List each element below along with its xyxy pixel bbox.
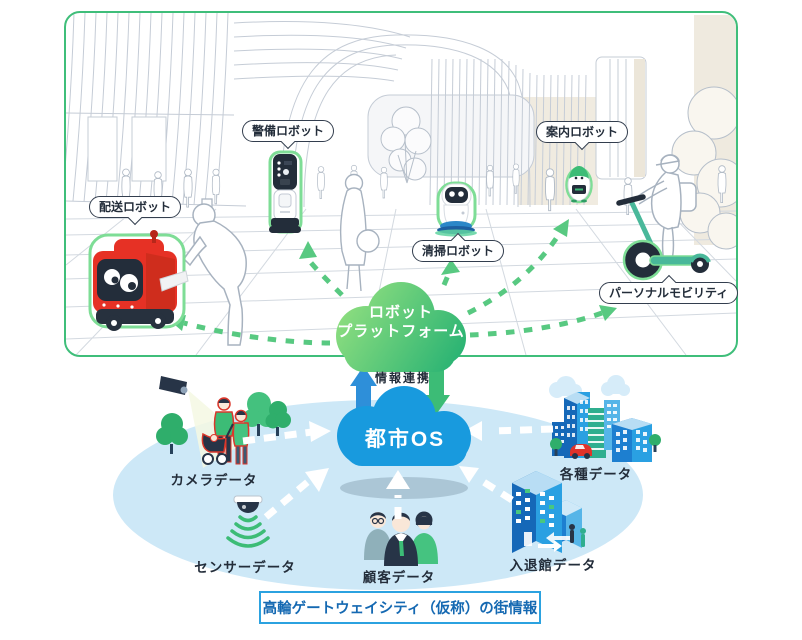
security-robot-bubble: 警備ロボット [242, 120, 335, 150]
link-up-arrow [350, 366, 377, 427]
cloud-shadow [340, 477, 468, 499]
delivery-robot-label: 配送ロボット [99, 200, 172, 214]
footer-label: 高輪ゲートウェイシティ（仮称）の街情報 [259, 591, 541, 624]
tree-icons-left [156, 392, 291, 454]
guide-robot-label: 案内ロボット [546, 125, 619, 139]
guide-robot-bubble: 案内ロボット [536, 121, 629, 151]
city-os-label: 都市OS [364, 428, 446, 451]
platform-cloud-line1: ロボット [368, 304, 433, 321]
cleaning-robot-bubble: 清掃ロボット [412, 232, 505, 262]
personal-mobility-bubble: パーソナルモビリティ [599, 274, 739, 304]
customer-data-label: 顧客データ [362, 570, 436, 585]
security-robot-label: 警備ロボット [252, 124, 325, 138]
information-link-label: 情報連携 [375, 371, 432, 385]
sensor-icon [226, 495, 270, 548]
city-buildings-icon [549, 375, 661, 462]
delivery-robot-bubble: 配送ロボット [89, 196, 182, 226]
various-data-label: 各種データ [559, 467, 633, 482]
pedestrians [121, 163, 727, 346]
platform-cloud-label: ロボット プラットフォーム [330, 303, 472, 341]
entry-building-icon [512, 471, 586, 553]
delivery-robot-icon [88, 230, 189, 331]
camera-data-label: カメラデータ [170, 473, 258, 488]
sensor-data-label: センサーデータ [194, 560, 296, 575]
personal-mobility-label: パーソナルモビリティ [609, 286, 729, 300]
customers-icon [364, 511, 438, 566]
scene-artwork [66, 13, 736, 355]
car-icon [570, 444, 592, 459]
camera-icon [159, 376, 247, 468]
platform-cloud-line2: プラットフォーム [337, 323, 465, 340]
cleaning-robot-icon [435, 181, 477, 237]
entry-data-label: 入退館データ [509, 558, 597, 573]
guide-robot-icon [565, 166, 593, 204]
family-illustration [201, 397, 250, 465]
scene-illustration [64, 11, 738, 357]
cleaning-robot-label: 清掃ロボット [422, 244, 495, 258]
personal-mobility-icon [616, 154, 711, 281]
security-robot-icon [268, 150, 303, 234]
